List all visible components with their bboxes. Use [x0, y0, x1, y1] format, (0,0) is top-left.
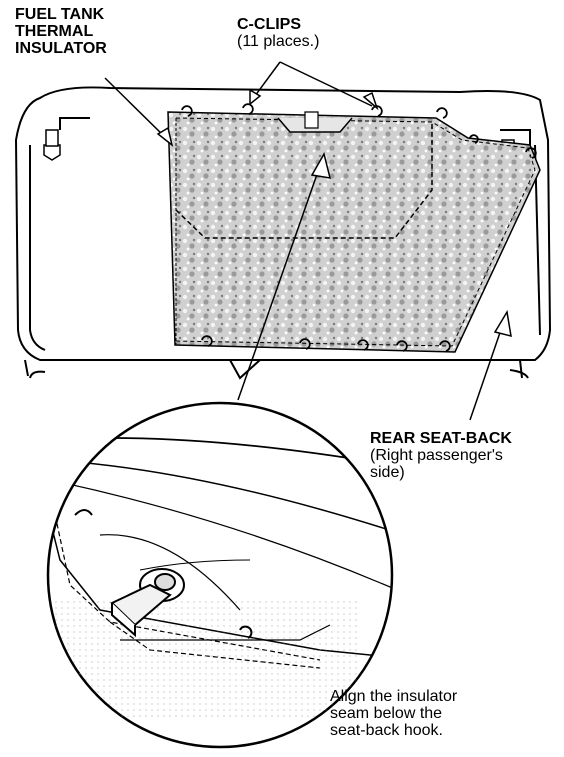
align-line2: seam below the	[330, 705, 443, 722]
align-line3: seat-back hook.	[330, 722, 443, 739]
rear-seat-sub2: side)	[370, 464, 405, 481]
detail-magnifier	[46, 401, 394, 749]
fuel-tank-line3: INSULATOR	[15, 40, 107, 57]
align-instruction: Align the insulator seam below the seat-…	[330, 688, 457, 739]
fuel-tank-label: FUEL TANK THERMAL INSULATOR	[15, 6, 107, 57]
rear-seat-title: REAR SEAT-BACK	[370, 430, 512, 447]
c-clips-label: C-CLIPS (11 places.)	[237, 16, 319, 50]
c-clips-count: (11 places.)	[237, 33, 320, 50]
rear-seat-back-label: REAR SEAT-BACK (Right passenger's side)	[370, 430, 512, 481]
fuel-tank-line2: THERMAL	[15, 23, 94, 40]
fuel-tank-thermal-insulator	[167, 111, 541, 353]
align-line1: Align the insulator	[330, 688, 458, 705]
rear-seat-sub1: (Right passenger's	[370, 447, 503, 464]
seat-back-hook-detail	[110, 568, 185, 638]
c-clips-title: C-CLIPS	[237, 16, 301, 33]
c-clip-icon	[181, 103, 537, 352]
fuel-tank-line1: FUEL TANK	[15, 6, 105, 23]
